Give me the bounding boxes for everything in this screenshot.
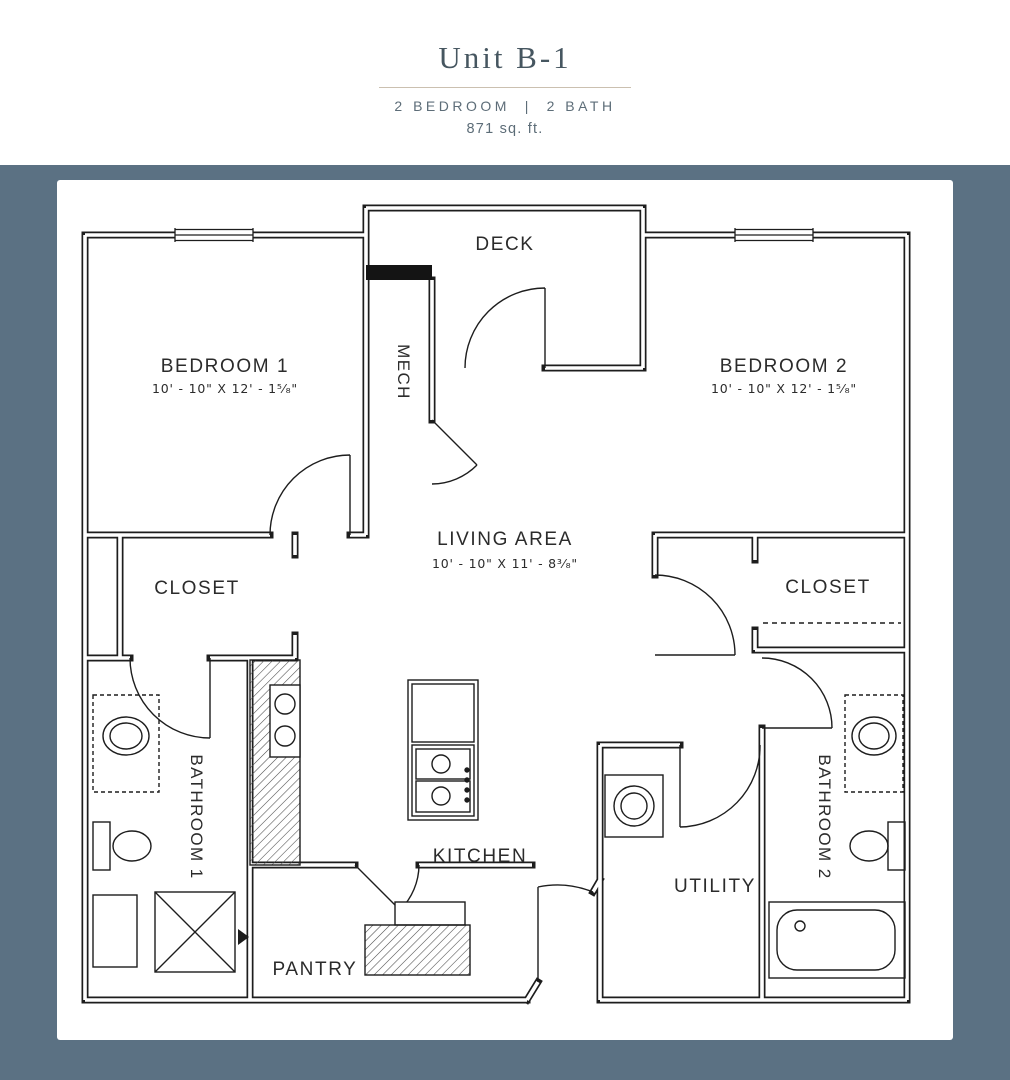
sink (851, 716, 897, 756)
toilet-bowl (849, 830, 889, 862)
stove (411, 744, 475, 817)
walls (81, 204, 911, 1005)
utility-fixtures (604, 774, 664, 838)
deck-label: DECK (475, 234, 534, 255)
kitchen-fixtures (249, 659, 479, 866)
closet2-label: CLOSET (785, 577, 871, 598)
bedroom1-door (269, 454, 351, 536)
pantry-label: PANTRY (273, 959, 358, 980)
bathroom2-door (761, 657, 833, 729)
mech-door (431, 419, 478, 485)
bathroom1-fixtures (92, 694, 249, 973)
utility-door (679, 744, 761, 828)
bathroom1-label: BATHROOM 1 (187, 754, 206, 879)
mech-equipment (366, 265, 432, 280)
bedroom1-window (174, 228, 254, 242)
pantry-counter (364, 924, 471, 976)
bed-bath-subtitle: 2 BEDROOM | 2 BATH (394, 98, 616, 114)
bedroom1-dims: 10' - 10" X 12' - 1⁵⁄₈" (152, 381, 298, 396)
unit-title: Unit B-1 (438, 40, 572, 75)
square-footage: 871 sq. ft. (466, 121, 544, 137)
doors (129, 287, 833, 982)
kitchen-sink-box (269, 684, 301, 758)
floorplan-svg: DECK BEDROOM 1 10' - 10" X 12' - 1⁵⁄₈" B… (81, 204, 911, 1005)
mech-label: MECH (394, 344, 413, 400)
bathtub (768, 901, 906, 979)
toilet-tank (887, 821, 906, 871)
floorplan-panel: DECK BEDROOM 1 10' - 10" X 12' - 1⁵⁄₈" B… (57, 180, 953, 1040)
title-divider (379, 87, 631, 88)
bathroom2-label: BATHROOM 2 (815, 754, 834, 879)
bedroom2-window (734, 228, 814, 242)
utility-label: UTILITY (674, 876, 756, 897)
bathroom2-fixtures (763, 622, 906, 979)
kitchen-island (407, 679, 479, 821)
deck-door (464, 287, 546, 369)
plan-header: Unit B-1 2 BEDROOM | 2 BATH 871 sq. ft. (0, 0, 1010, 165)
bathroom1-door (129, 657, 211, 739)
pantry-shelf (394, 901, 466, 926)
linen-closet (92, 894, 138, 968)
toilet-bowl (112, 830, 152, 862)
kitchen-label: KITCHEN (433, 846, 528, 867)
bedroom2-label: BEDROOM 2 (720, 356, 848, 377)
living-dims: 10' - 10" X 11' - 8³⁄₈" (432, 556, 578, 571)
shower (154, 891, 236, 973)
washer (604, 774, 664, 838)
vanity-counter (92, 694, 160, 793)
room-labels: DECK BEDROOM 1 10' - 10" X 12' - 1⁵⁄₈" B… (152, 234, 871, 980)
bedroom1-label: BEDROOM 1 (161, 356, 289, 377)
vanity-counter (844, 694, 904, 793)
door-marker-icon (238, 929, 249, 945)
closet1-label: CLOSET (154, 578, 240, 599)
sink (102, 716, 150, 756)
entry-door (537, 884, 594, 982)
living-label: LIVING AREA (437, 529, 573, 550)
pantry-fixtures (364, 901, 471, 976)
bedroom2-door (654, 574, 736, 656)
bedroom2-dims: 10' - 10" X 12' - 1⁵⁄₈" (711, 381, 857, 396)
toilet-tank (92, 821, 111, 871)
